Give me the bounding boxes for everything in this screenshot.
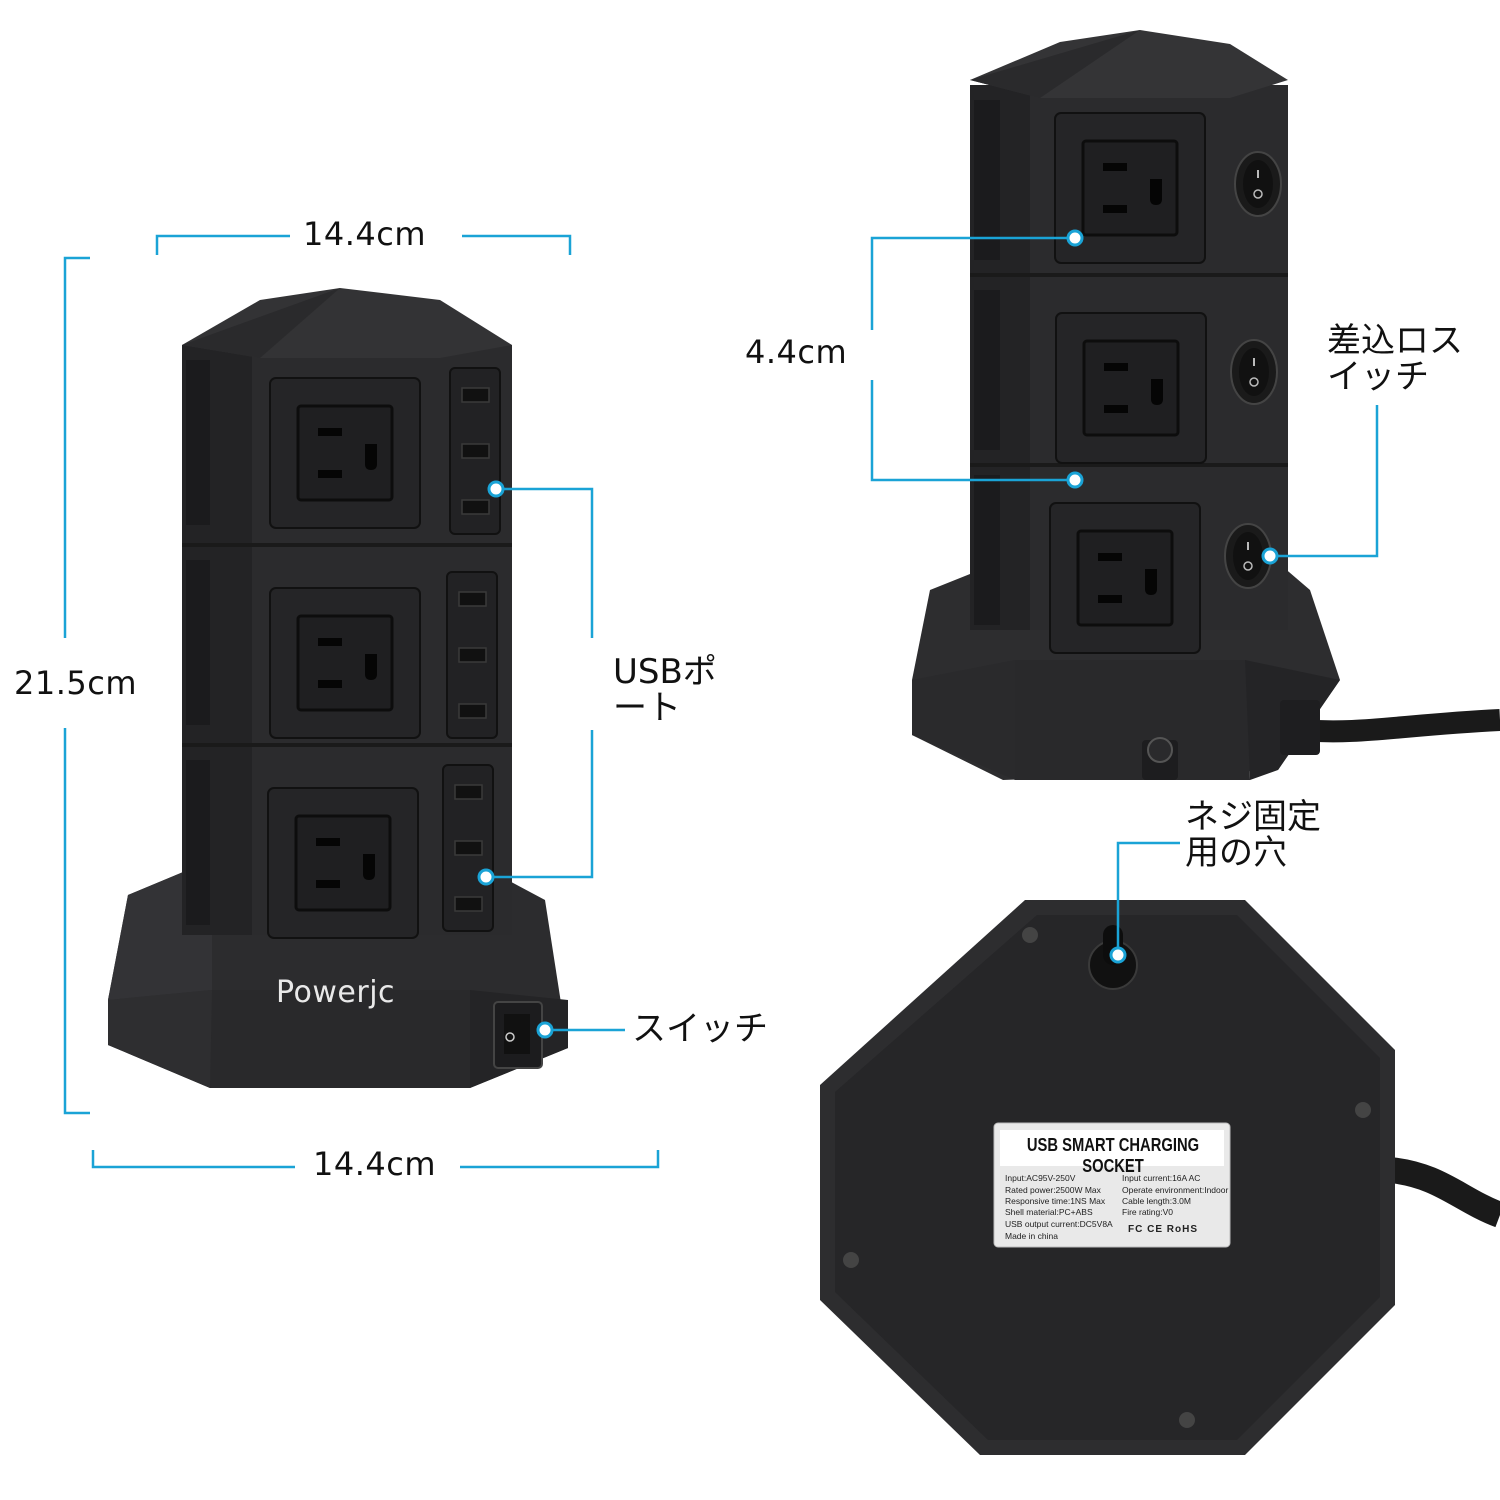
bottom-view	[820, 900, 1500, 1455]
spec-right-2: Cable length:3.0M	[1122, 1196, 1191, 1206]
spec-right-1: Operate environment:Indoor	[1122, 1185, 1229, 1195]
spec-left-4: USB output current:DC5V8A	[1005, 1219, 1113, 1229]
left-tower	[108, 288, 568, 1088]
callout-dots	[477, 229, 1279, 1039]
spec-left-0: Input:AC95V-250V	[1005, 1173, 1076, 1183]
label-sticker-title: USB SMART CHARGING SOCKET	[1026, 1135, 1200, 1176]
right-tower	[912, 30, 1500, 780]
outlet-switch-callout: 差込ロス イッチ	[1327, 321, 1463, 397]
dimension-lines	[63, 234, 1379, 1169]
spec-right-0: Input current:16A AC	[1122, 1173, 1201, 1183]
spec-right-3: Fire rating:V0	[1122, 1207, 1174, 1217]
width-bottom-label: 14.4cm	[313, 1145, 437, 1183]
spec-left-5: Made in china	[1005, 1231, 1058, 1241]
height-label: 21.5cm	[14, 664, 138, 702]
tier-height-label: 4.4cm	[745, 333, 848, 371]
width-top-label: 14.4cm	[303, 215, 427, 253]
switch-callout: スイッチ	[632, 1009, 768, 1049]
brand-logo: Powerjc	[276, 975, 396, 1010]
spec-left-2: Responsive time:1NS Max	[1005, 1196, 1106, 1206]
spec-left-1: Rated power:2500W Max	[1005, 1185, 1101, 1195]
screw-hole-callout: ネジ固定 用の穴	[1185, 797, 1321, 873]
certification-marks: FC CE RoHS	[1128, 1224, 1198, 1235]
spec-left-3: Shell material:PC+ABS	[1005, 1207, 1093, 1217]
usb-port-callout: USBポ ート	[613, 652, 717, 728]
